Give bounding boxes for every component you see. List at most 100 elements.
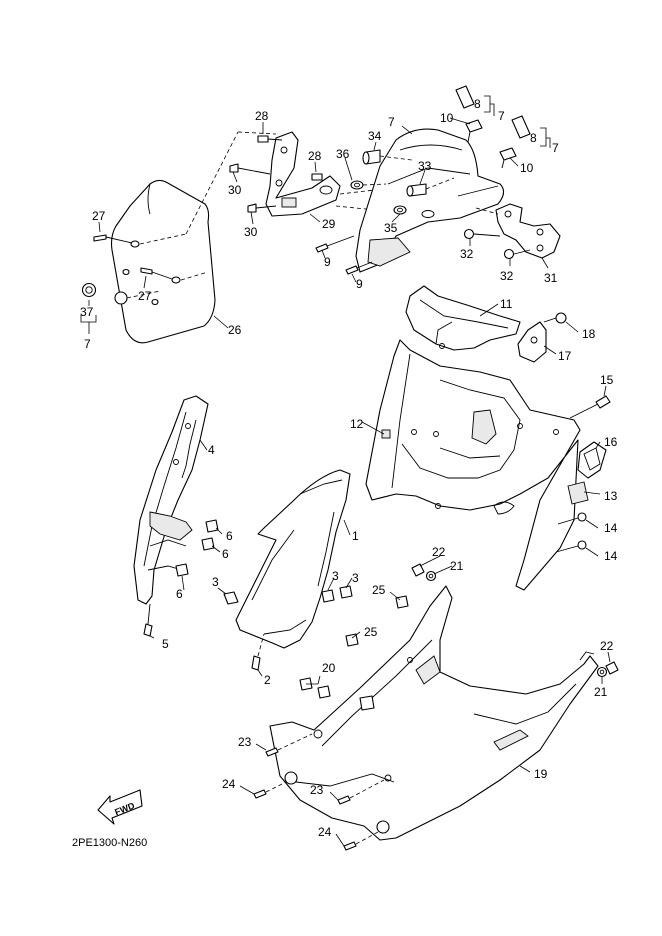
callout-26: 26 [228,323,242,337]
callout-36: 36 [336,147,350,161]
nut-part-20-c [359,695,375,711]
screw-part-27-upper [93,234,133,244]
callout-4: 4 [208,443,215,457]
nut-part-25-lower [345,633,359,647]
screw-part-23-upper [265,733,313,757]
windshield-part-26 [110,131,239,344]
nut-part-20-b [317,685,331,699]
callout-6: 6 [226,529,233,543]
screw-part-24-upper [253,781,287,799]
callout-3: 3 [352,571,359,585]
nut-part-6-b [201,537,215,551]
front-panel-part-1 [235,469,351,649]
damper-part-8-left [455,85,475,109]
fwd-arrow: FWD [97,789,143,825]
callout-16: 16 [604,435,618,449]
bolt-part-28-upper [257,135,283,143]
screw-part-14-lower [555,540,587,553]
callout-6: 6 [176,587,183,601]
callout-19: 19 [534,767,548,781]
nut-part-6-a [205,519,219,533]
screw-part-2 [251,633,265,671]
nut-part-37 [81,282,97,298]
callout-7: 7 [498,109,505,123]
bolt-part-18 [543,312,567,324]
callout-6: 6 [222,547,229,561]
bolt-part-32-lower [503,248,531,260]
callout-22: 22 [600,639,614,653]
callout-34: 34 [368,129,382,143]
under-cover-part-19 [269,585,599,841]
callout-25: 25 [364,625,378,639]
grommet-part-36 [350,180,387,190]
callout-22: 22 [432,545,446,559]
nut-part-3-mid [321,589,335,603]
callout-32: 32 [460,247,474,261]
bolt-part-30-lower [247,203,277,213]
collar-part-33 [406,177,455,197]
callout-29: 29 [322,217,336,231]
callout-28: 28 [308,149,322,163]
callout-12: 12 [350,417,364,431]
callout-18: 18 [582,327,596,341]
clip-part-10-right [499,147,517,169]
inner-panel-part-11 [405,285,521,351]
screw-part-23-lower [337,779,385,805]
duct-part-16 [577,441,607,479]
bracket-part-17 [517,321,547,363]
collar-part-21-upper [425,570,437,582]
callout-3: 3 [212,575,219,589]
nut-part-6-c [175,563,189,577]
callout-5: 5 [162,637,169,651]
callout-33: 33 [418,159,432,173]
callout-17: 17 [558,349,572,363]
collar-part-34 [362,149,413,165]
callout-8: 8 [530,131,537,145]
callout-10: 10 [440,111,454,125]
callout-10: 10 [520,161,534,175]
callout-7: 7 [552,141,559,155]
callout-23: 23 [238,735,252,749]
callout-31: 31 [544,271,558,285]
callout-37: 37 [80,305,94,319]
callout-35: 35 [384,221,398,235]
damper-part-8-right [511,115,531,139]
nut-part-3-left [223,591,239,605]
callout-28: 28 [255,109,269,123]
bolt-part-22-upper [411,563,425,577]
callout-30: 30 [228,183,242,197]
leader-lines [80,95,611,847]
callout-labels: 1 2 3 3 3 4 5 6 6 6 7 7 7 7 8 8 9 9 10 1… [80,97,618,839]
screw-part-14-upper [557,512,587,525]
callout-27: 27 [138,289,152,303]
bolt-part-32-upper [463,228,501,240]
callout-7: 7 [84,337,91,351]
callout-13: 13 [604,489,618,503]
callout-21: 21 [594,685,608,699]
collar-part-21-lower [596,666,608,678]
callout-7: 7 [388,115,395,129]
screw-part-24-lower [343,831,379,851]
screw-part-9-a [315,235,355,253]
callout-15: 15 [600,373,614,387]
callout-25: 25 [372,583,386,597]
callout-21: 21 [450,559,464,573]
bolt-part-22-lower [605,661,619,675]
callout-8: 8 [474,97,481,111]
stay-part-31 [475,203,561,259]
callout-1: 1 [352,529,359,543]
front-cowl-part-7 [355,128,505,273]
callout-27: 27 [92,209,106,223]
screw-part-15 [569,395,611,419]
screw-part-5 [143,603,153,637]
screw-part-27-lower [140,267,173,280]
side-cover-part-4 [133,395,209,605]
callout-14: 14 [604,521,618,535]
label-part-13 [567,481,589,505]
callout-32: 32 [500,269,514,283]
callout-9: 9 [324,255,331,269]
callout-14: 14 [604,549,618,563]
callout-20: 20 [322,661,336,675]
callout-2: 2 [264,673,271,687]
